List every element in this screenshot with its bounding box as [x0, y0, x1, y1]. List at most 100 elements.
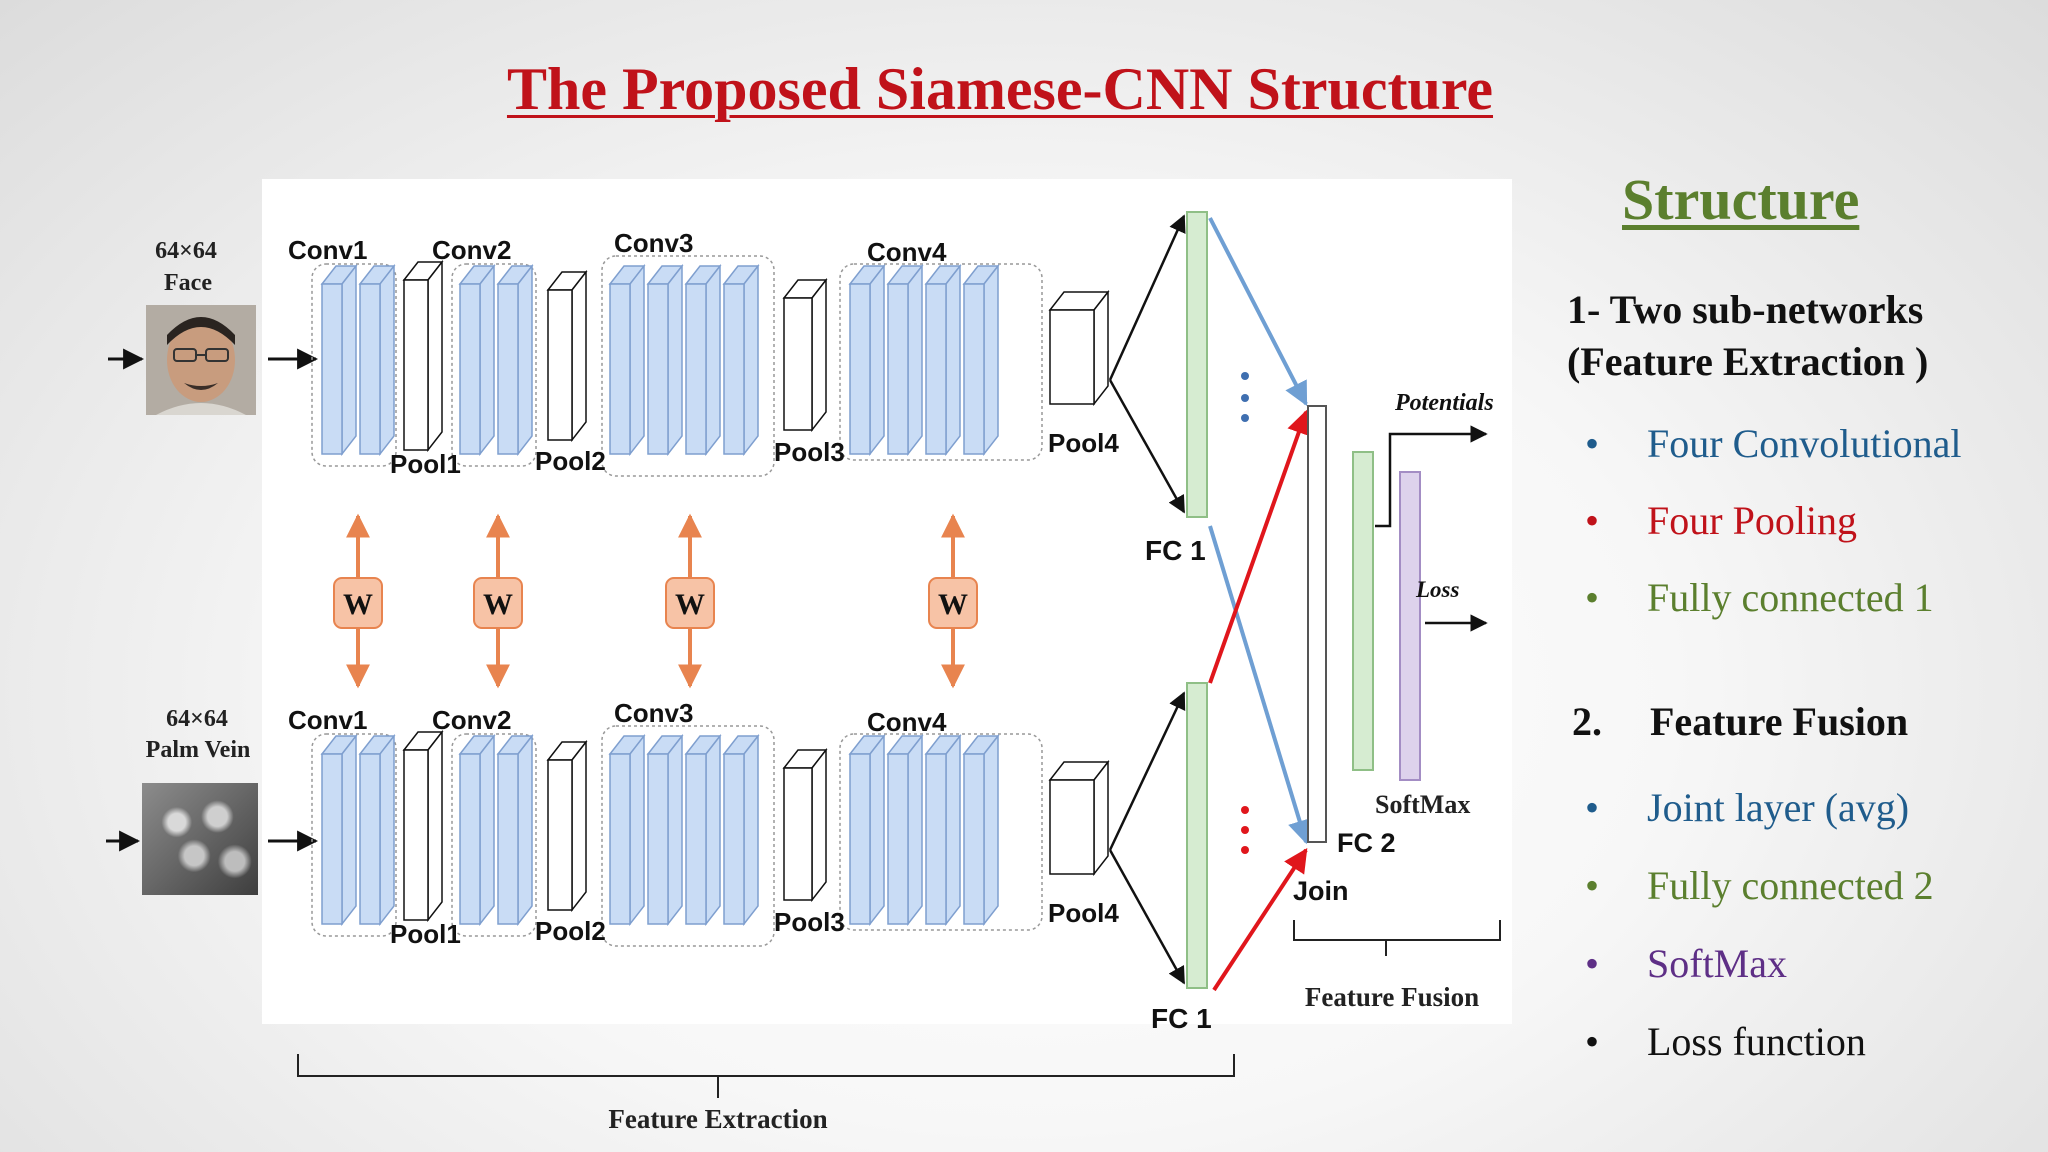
bottom-fc1-label: FC 1	[1151, 1003, 1212, 1034]
bottom-conv3-layer-front	[723, 753, 745, 925]
top-conv1-layer-side	[341, 263, 357, 457]
potentials-arrow	[1375, 425, 1488, 528]
bottom-conv3-layer-front	[609, 753, 631, 925]
potentials-label: Potentials	[1394, 390, 1494, 416]
top-pool2-label: Pool2	[535, 446, 606, 476]
top-pool3-label: Pool3	[774, 437, 845, 467]
weight-1-box	[333, 577, 383, 629]
top-pool4-layer-side	[1093, 289, 1109, 407]
top-conv3-layer-side	[667, 263, 683, 457]
top-input-size: 64×64	[155, 238, 217, 264]
top-fc1-to-join-blue-arrow	[1208, 217, 1308, 407]
weight-2-box	[473, 577, 523, 629]
top-conv4-layer-side	[869, 263, 885, 457]
top-fc1-ellipsis-dot	[1241, 394, 1249, 402]
top-pool4-to-fc1-lower-arrow	[1108, 379, 1186, 514]
top-conv3-layer-front	[685, 283, 707, 455]
top-conv4-layer-front	[925, 283, 947, 455]
bottom-conv1-layer-side	[341, 733, 357, 927]
section2-bullet: •Fully connected 2	[1585, 862, 1934, 909]
section1-bullet: •Four Pooling	[1585, 497, 1857, 544]
top-input-name: Face	[164, 270, 212, 296]
bottom-conv3-layer-front	[685, 753, 707, 925]
bottom-fc1-ellipsis-dot	[1241, 846, 1249, 854]
bullet-text: Loss function	[1647, 1019, 1866, 1064]
top-pool1-layer-side	[427, 259, 443, 453]
top-pool1-layer-front	[403, 279, 429, 451]
top-fc1-to-fc2-blue-arrow	[1208, 525, 1312, 845]
bottom-conv1-layer-side	[379, 733, 395, 927]
palm-vein-photo	[142, 783, 258, 895]
bottom-pool2-layer-side	[571, 739, 587, 913]
bottom-pool3-label: Pool3	[774, 907, 845, 937]
top-conv1-group-box	[311, 263, 397, 467]
top-pool3-layer-side	[811, 277, 827, 433]
bottom-fc1-layer	[1186, 682, 1208, 989]
top-pool2-layer-front	[547, 289, 573, 441]
section1-heading: 1- Two sub-networks (Feature Extraction …	[1567, 284, 1928, 388]
top-conv1-layer-side	[379, 263, 395, 457]
top-pool2-layer-side	[571, 269, 587, 443]
bullet-dot-icon: •	[1585, 863, 1600, 908]
section2-heading: 2.Feature Fusion	[1572, 696, 1908, 748]
bullet-dot-icon: •	[1585, 498, 1600, 543]
feature-fusion-brace	[1293, 920, 1501, 956]
bottom-fc1-to-join-red-arrow	[1208, 409, 1311, 684]
bottom-pool4-layer-front	[1049, 779, 1095, 875]
bottom-conv4-layer-side	[983, 733, 999, 927]
bottom-pool4-to-fc1-lower-arrow	[1108, 849, 1186, 985]
bottom-conv1-layer-front	[359, 753, 381, 925]
bottom-conv3-group-box	[601, 725, 775, 947]
bottom-conv4-layer-front	[849, 753, 871, 925]
bullet-text: Fully connected 1	[1647, 575, 1934, 620]
top-conv3-layer-front	[723, 283, 745, 455]
top-conv2-label: Conv2	[432, 235, 511, 265]
weight-2-label: W	[483, 588, 513, 621]
top-conv3-layer-side	[629, 263, 645, 457]
top-conv3-layer-front	[647, 283, 669, 455]
top-conv4-layer-side	[983, 263, 999, 457]
structure-heading: Structure	[1622, 167, 1860, 232]
top-conv2-layer-side	[517, 263, 533, 457]
weight-4-label: W	[938, 588, 968, 621]
slide-title: The Proposed Siamese-CNN Structure	[506, 56, 1494, 122]
top-pool4-to-fc1-upper-arrow	[1108, 214, 1186, 381]
section2-bullet: • Loss function	[1585, 1018, 1866, 1065]
top-pool3-layer-front	[783, 297, 813, 431]
weight-4-box	[928, 577, 978, 629]
section2-bullet: •SoftMax	[1585, 940, 1787, 987]
top-pool1-label: Pool1	[390, 449, 461, 479]
bottom-conv3-layer-side	[743, 733, 759, 927]
bottom-conv2-layer-front	[497, 753, 519, 925]
weight-1-label: W	[343, 588, 373, 621]
bottom-conv3-layer-front	[647, 753, 669, 925]
top-conv4-layer-side	[945, 263, 961, 457]
section1-line2: (Feature Extraction )	[1567, 339, 1929, 384]
section2-title: Feature Fusion	[1650, 699, 1909, 744]
weight-3-label: W	[675, 588, 705, 621]
section1-bullet: •Four Convolutional	[1585, 420, 1961, 467]
face-photo	[146, 305, 256, 415]
bottom-input-name: Palm Vein	[146, 737, 251, 763]
top-pool4-layer-front	[1049, 309, 1095, 405]
top-conv3-layer-side	[705, 263, 721, 457]
top-conv1-label: Conv1	[288, 235, 367, 265]
bottom-conv2-group-box	[451, 733, 537, 937]
top-conv2-group-box	[451, 263, 537, 467]
top-fc1-ellipsis-dot	[1241, 414, 1249, 422]
bottom-pool2-label: Pool2	[535, 916, 606, 946]
bullet-text: Joint layer (avg)	[1647, 785, 1910, 830]
bottom-conv1-label: Conv1	[288, 705, 367, 735]
bottom-conv4-layer-front	[925, 753, 947, 925]
feature-fusion-label: Feature Fusion	[1305, 982, 1479, 1012]
bullet-dot-icon: •	[1585, 1019, 1600, 1064]
top-conv4-layer-front	[849, 283, 871, 455]
top-fc1-layer	[1186, 211, 1208, 518]
softmax-layer	[1399, 471, 1421, 781]
bottom-conv3-label: Conv3	[614, 698, 693, 728]
bullet-dot-icon: •	[1585, 785, 1600, 830]
top-conv4-group-box	[839, 263, 1043, 461]
bottom-conv4-layer-side	[945, 733, 961, 927]
top-conv2-layer-front	[497, 283, 519, 455]
